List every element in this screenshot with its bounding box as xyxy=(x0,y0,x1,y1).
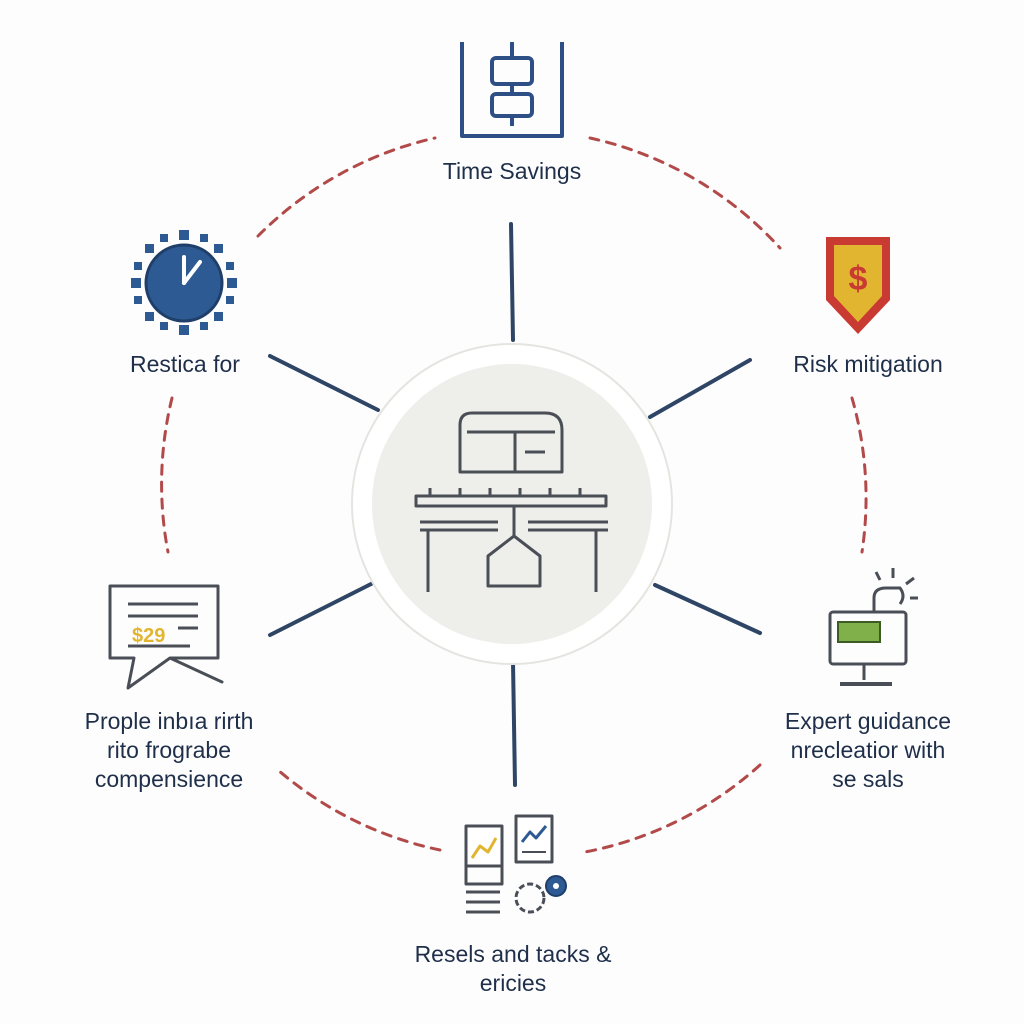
ring-arc-right xyxy=(850,396,868,554)
node-label-top-line-1: Time Savings xyxy=(442,158,582,184)
node-label-lower-left-line-2: rito frograbe xyxy=(106,737,231,763)
vertical-connector-icon xyxy=(460,42,564,138)
node-label-top: Time Savings xyxy=(412,157,612,186)
document-chat-icon-amount: $29 xyxy=(132,625,165,647)
node-label-upper-right: Risk mitigation xyxy=(758,350,978,379)
spoke-upper-left xyxy=(268,354,380,412)
node-label-lower-left-line-1: Prople inbıa rirth xyxy=(84,708,254,734)
node-label-bottom-line-2: ericies xyxy=(479,970,547,996)
reports-gears-icon xyxy=(464,814,567,914)
node-label-lower-left: Prople inbıa rirth rito frograbe compens… xyxy=(54,707,284,794)
node-label-bottom-line-1: Resels and tacks & xyxy=(414,941,612,967)
svg-text:$: $ xyxy=(849,260,868,298)
node-label-lower-right-line-2: nrecleatior with xyxy=(790,737,946,763)
spoke-upper-right xyxy=(648,358,752,419)
spoke-bottom xyxy=(511,660,517,787)
node-label-lower-right: Expert guidance nrecleatior with se sals xyxy=(750,707,986,794)
spoke-lower-right xyxy=(653,583,762,635)
center-hub xyxy=(351,343,673,665)
spokes xyxy=(268,222,762,787)
node-label-upper-left-line-1: Restica for xyxy=(130,351,240,377)
ring-arc-top-left xyxy=(256,136,437,238)
node-label-bottom: Resels and tacks & ericies xyxy=(382,940,644,998)
ring-arc-top-right xyxy=(588,136,782,250)
ring-arc-bottom-left xyxy=(276,768,442,852)
node-label-lower-right-line-3: se sals xyxy=(832,766,904,792)
dashed-ring xyxy=(160,136,868,854)
dollar-shield-icon: $ xyxy=(826,237,890,334)
ring-arc-left xyxy=(160,396,174,554)
center-hub-inner xyxy=(372,364,652,644)
node-label-upper-right-line-1: Risk mitigation xyxy=(793,351,943,377)
node-label-lower-right-line-1: Expert guidance xyxy=(784,708,952,734)
ring-arc-bottom-right xyxy=(583,763,762,854)
spoke-lower-left xyxy=(268,580,377,637)
monitor-lamp-icon xyxy=(828,568,918,686)
factory-workbench-icon xyxy=(414,411,608,592)
node-label-upper-left: Restica for xyxy=(85,350,285,379)
document-chat-icon: $29 xyxy=(108,584,224,690)
node-label-lower-left-line-3: compensience xyxy=(94,766,244,792)
clock-gear-icon xyxy=(131,230,237,335)
spoke-top xyxy=(509,222,515,342)
